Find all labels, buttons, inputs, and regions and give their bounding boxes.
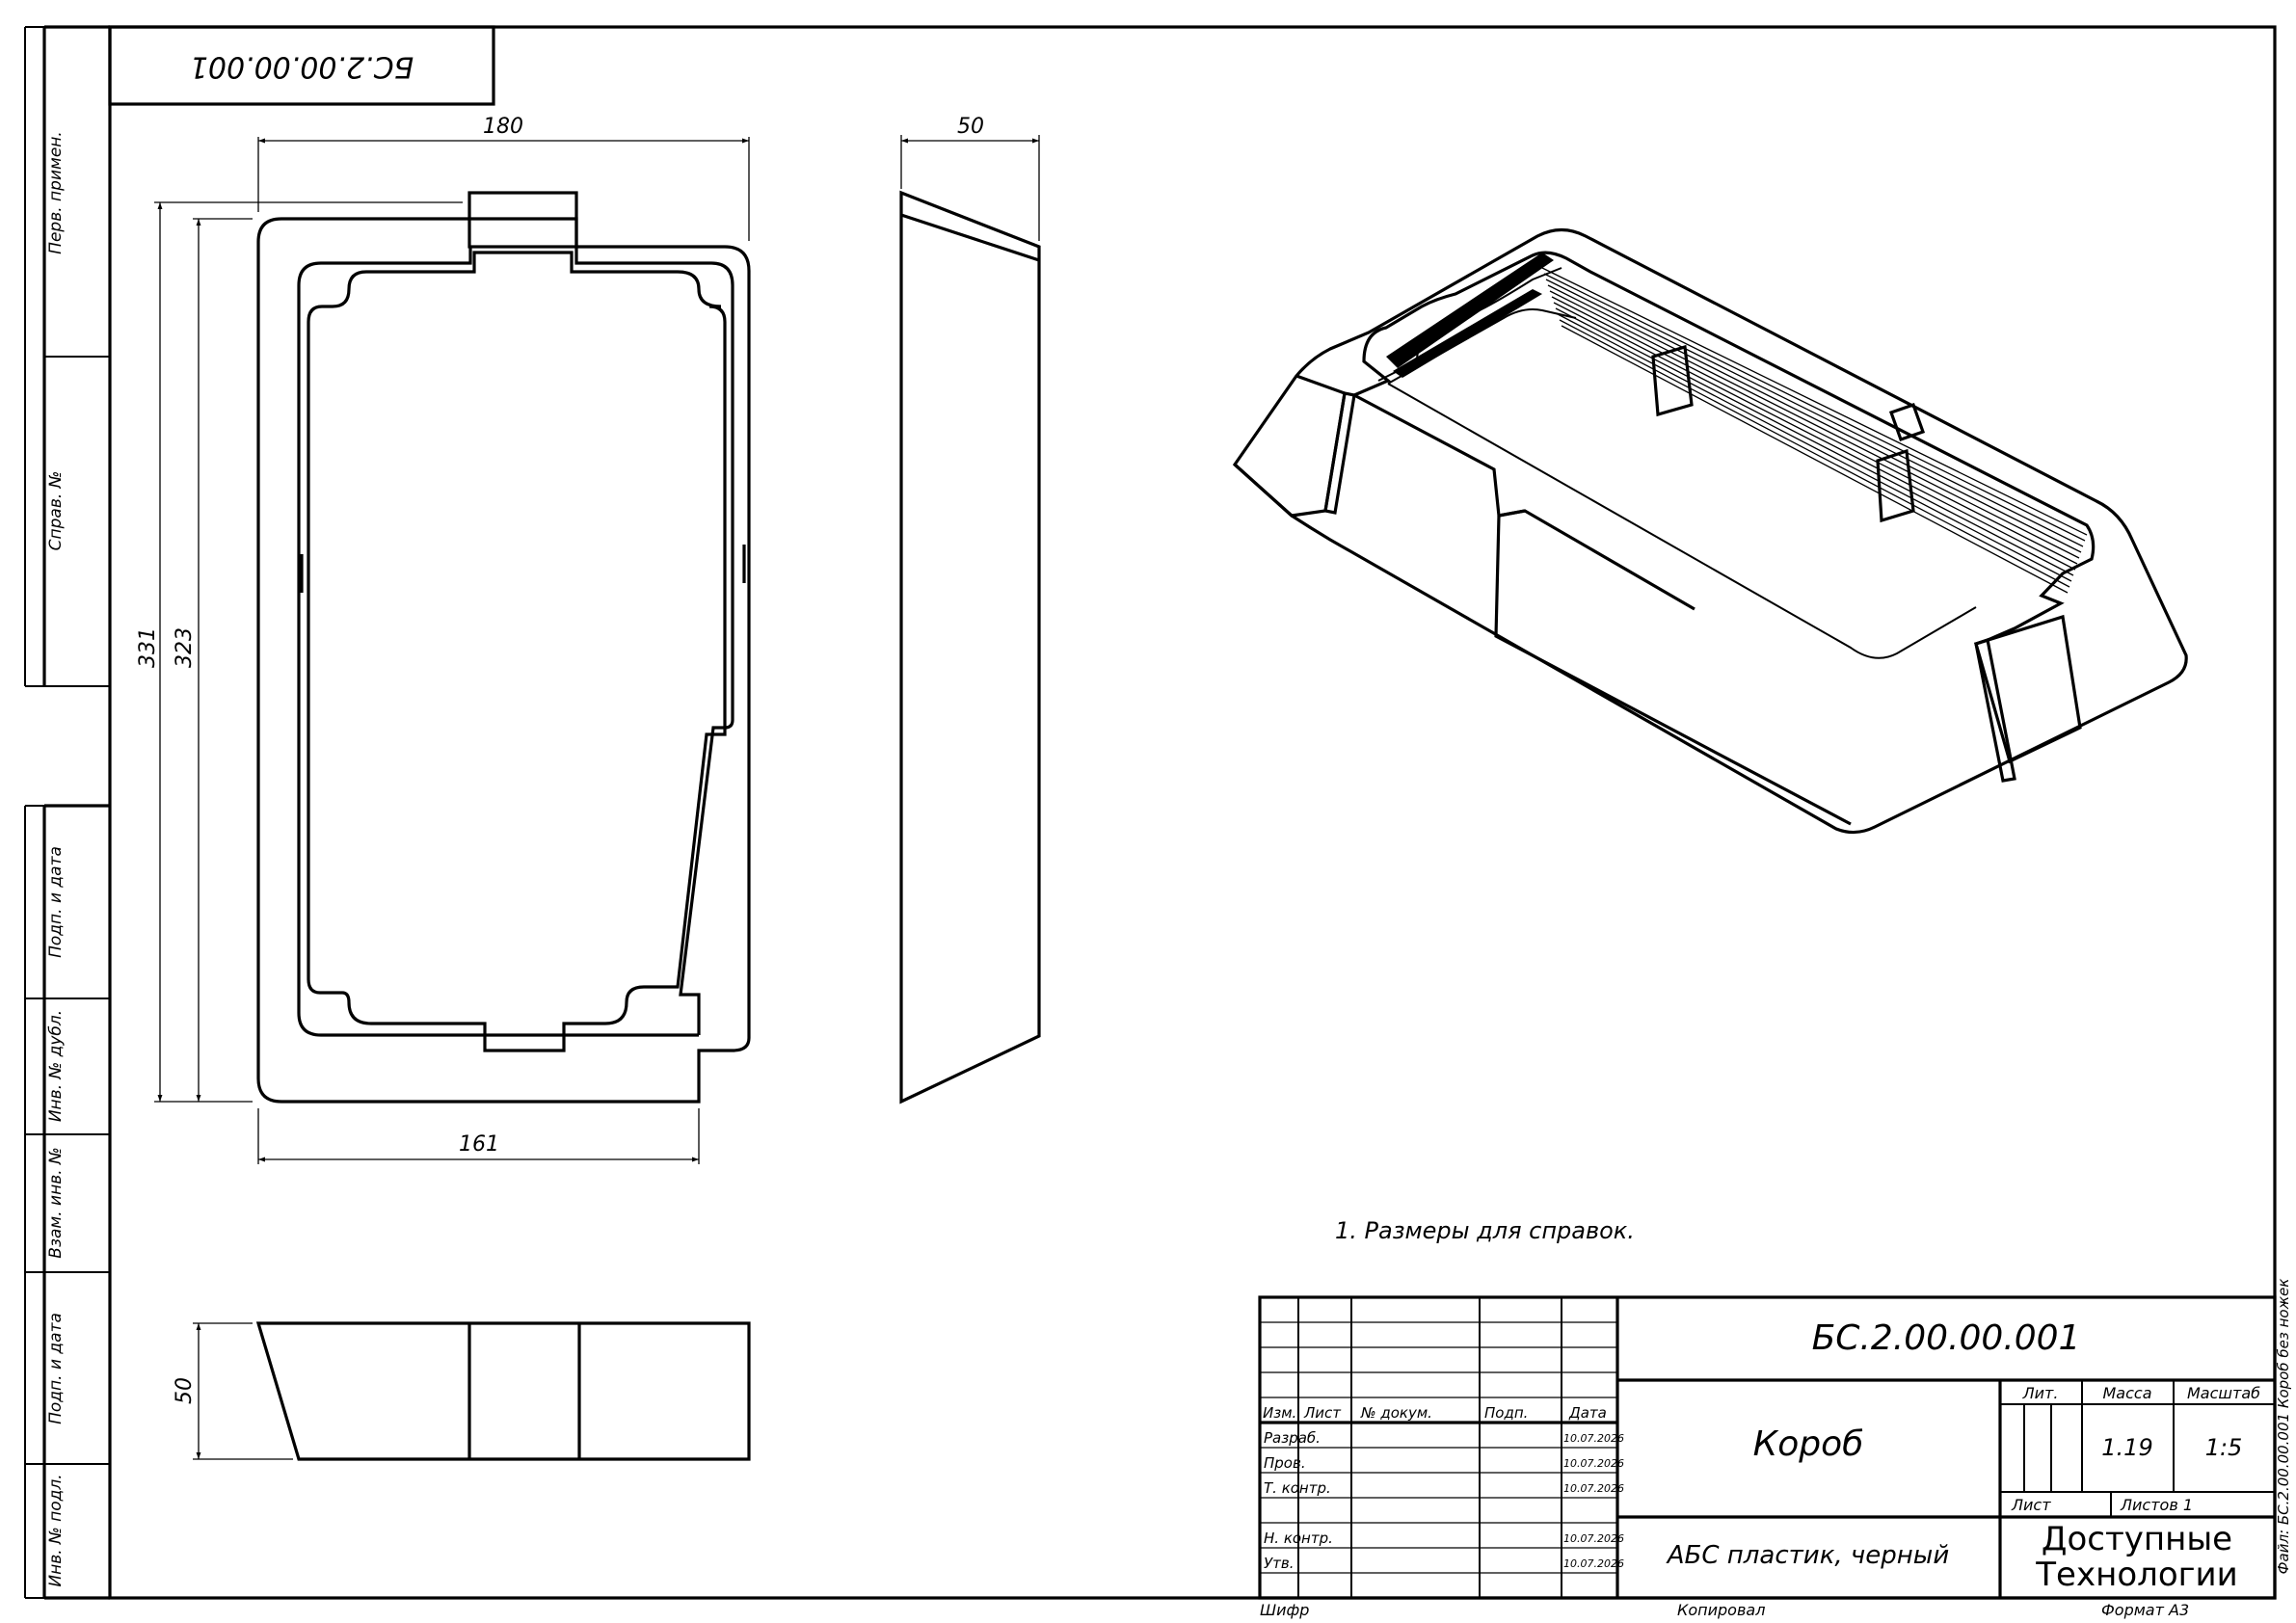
dim-label-161: 161 [459,1132,499,1157]
date-razrab: 10.07.2026 [1563,1432,1624,1445]
mass-header: Масса [2102,1384,2151,1402]
front-view [256,191,751,1104]
scale-header: Масштаб [2187,1384,2260,1402]
sheet-frame [24,25,2277,1600]
note-text: 1. Размеры для справок. [1335,1217,1635,1244]
top-stamp: БС.2.00.00.001 [108,25,495,106]
col-data: Дата [1568,1404,1607,1422]
date-tkontr: 10.07.2026 [1563,1482,1624,1495]
part-name: Короб [1753,1424,1864,1464]
margin-label-sprav-no: Справ. № [46,471,66,551]
isometric-view [1232,227,2188,835]
isometric-ribs [1541,267,2088,594]
bottom-view: 50 [173,1321,751,1461]
company-line2: Технологии [2035,1556,2237,1594]
margin-labels: Перв. примен. Справ. № Подп. и дата Инв.… [46,131,66,1586]
designation: БС.2.00.00.001 [1812,1318,2081,1358]
col-izm: Изм. [1263,1404,1296,1422]
date-nkontr: 10.07.2026 [1563,1532,1624,1545]
dim-label-331: 331 [136,627,160,668]
label-format: Формат A3 [2101,1601,2189,1619]
material: АБС пластик, черный [1666,1541,1949,1570]
mass-value: 1.19 [2101,1434,2152,1461]
role-nkontr: Н. контр. [1264,1530,1333,1547]
role-prov: Пров. [1264,1454,1306,1472]
margin-label-vzam-inv: Взам. инв. № [46,1147,66,1258]
dim-label-50-side: 50 [957,115,984,139]
margin-label-podp-data-2: Подп. и дата [46,1313,66,1424]
date-prov: 10.07.2026 [1563,1457,1624,1470]
title-block: Изм. Лист № докум. Подп. Дата Разраб. 10… [1258,1295,2277,1600]
margin-label-podp-data-1: Подп. и дата [46,846,66,958]
label-kopiroval: Копировал [1677,1601,1765,1619]
scale-value: 1:5 [2205,1434,2243,1461]
date-utv: 10.07.2026 [1563,1557,1624,1570]
front-view-dimensions: 180 331 323 161 [136,115,750,1164]
sheets-label: Листов 1 [2120,1496,2193,1514]
role-razrab: Разраб. [1264,1429,1321,1447]
sheet-label: Лист [2011,1496,2051,1514]
dim-label-323: 323 [173,627,197,668]
role-tkontr: Т. контр. [1264,1479,1331,1497]
file-label: Файл: БС.2.00.00.001 Короб без ножек [2275,1279,2292,1575]
margin-label-inv-podl: Инв. № подл. [46,1474,66,1586]
mirrored-designation: БС.2.00.00.001 [190,50,414,84]
col-doc: № докум. [1360,1404,1432,1422]
margin-label-inv-dubl: Инв. № дубл. [46,1010,66,1122]
dim-label-50-bottom: 50 [173,1377,197,1404]
label-shifr: Шифр [1260,1601,1309,1619]
role-utv: Утв. [1264,1555,1295,1572]
col-list: Лист [1303,1404,1342,1422]
col-podp: Подп. [1484,1404,1528,1422]
company-line1: Доступные [2042,1520,2232,1558]
side-view: 50 [899,115,1041,1104]
lit-header: Лит. [2022,1384,2059,1402]
margin-label-perv-primen: Перв. примен. [46,131,66,254]
dim-label-180: 180 [483,115,523,139]
